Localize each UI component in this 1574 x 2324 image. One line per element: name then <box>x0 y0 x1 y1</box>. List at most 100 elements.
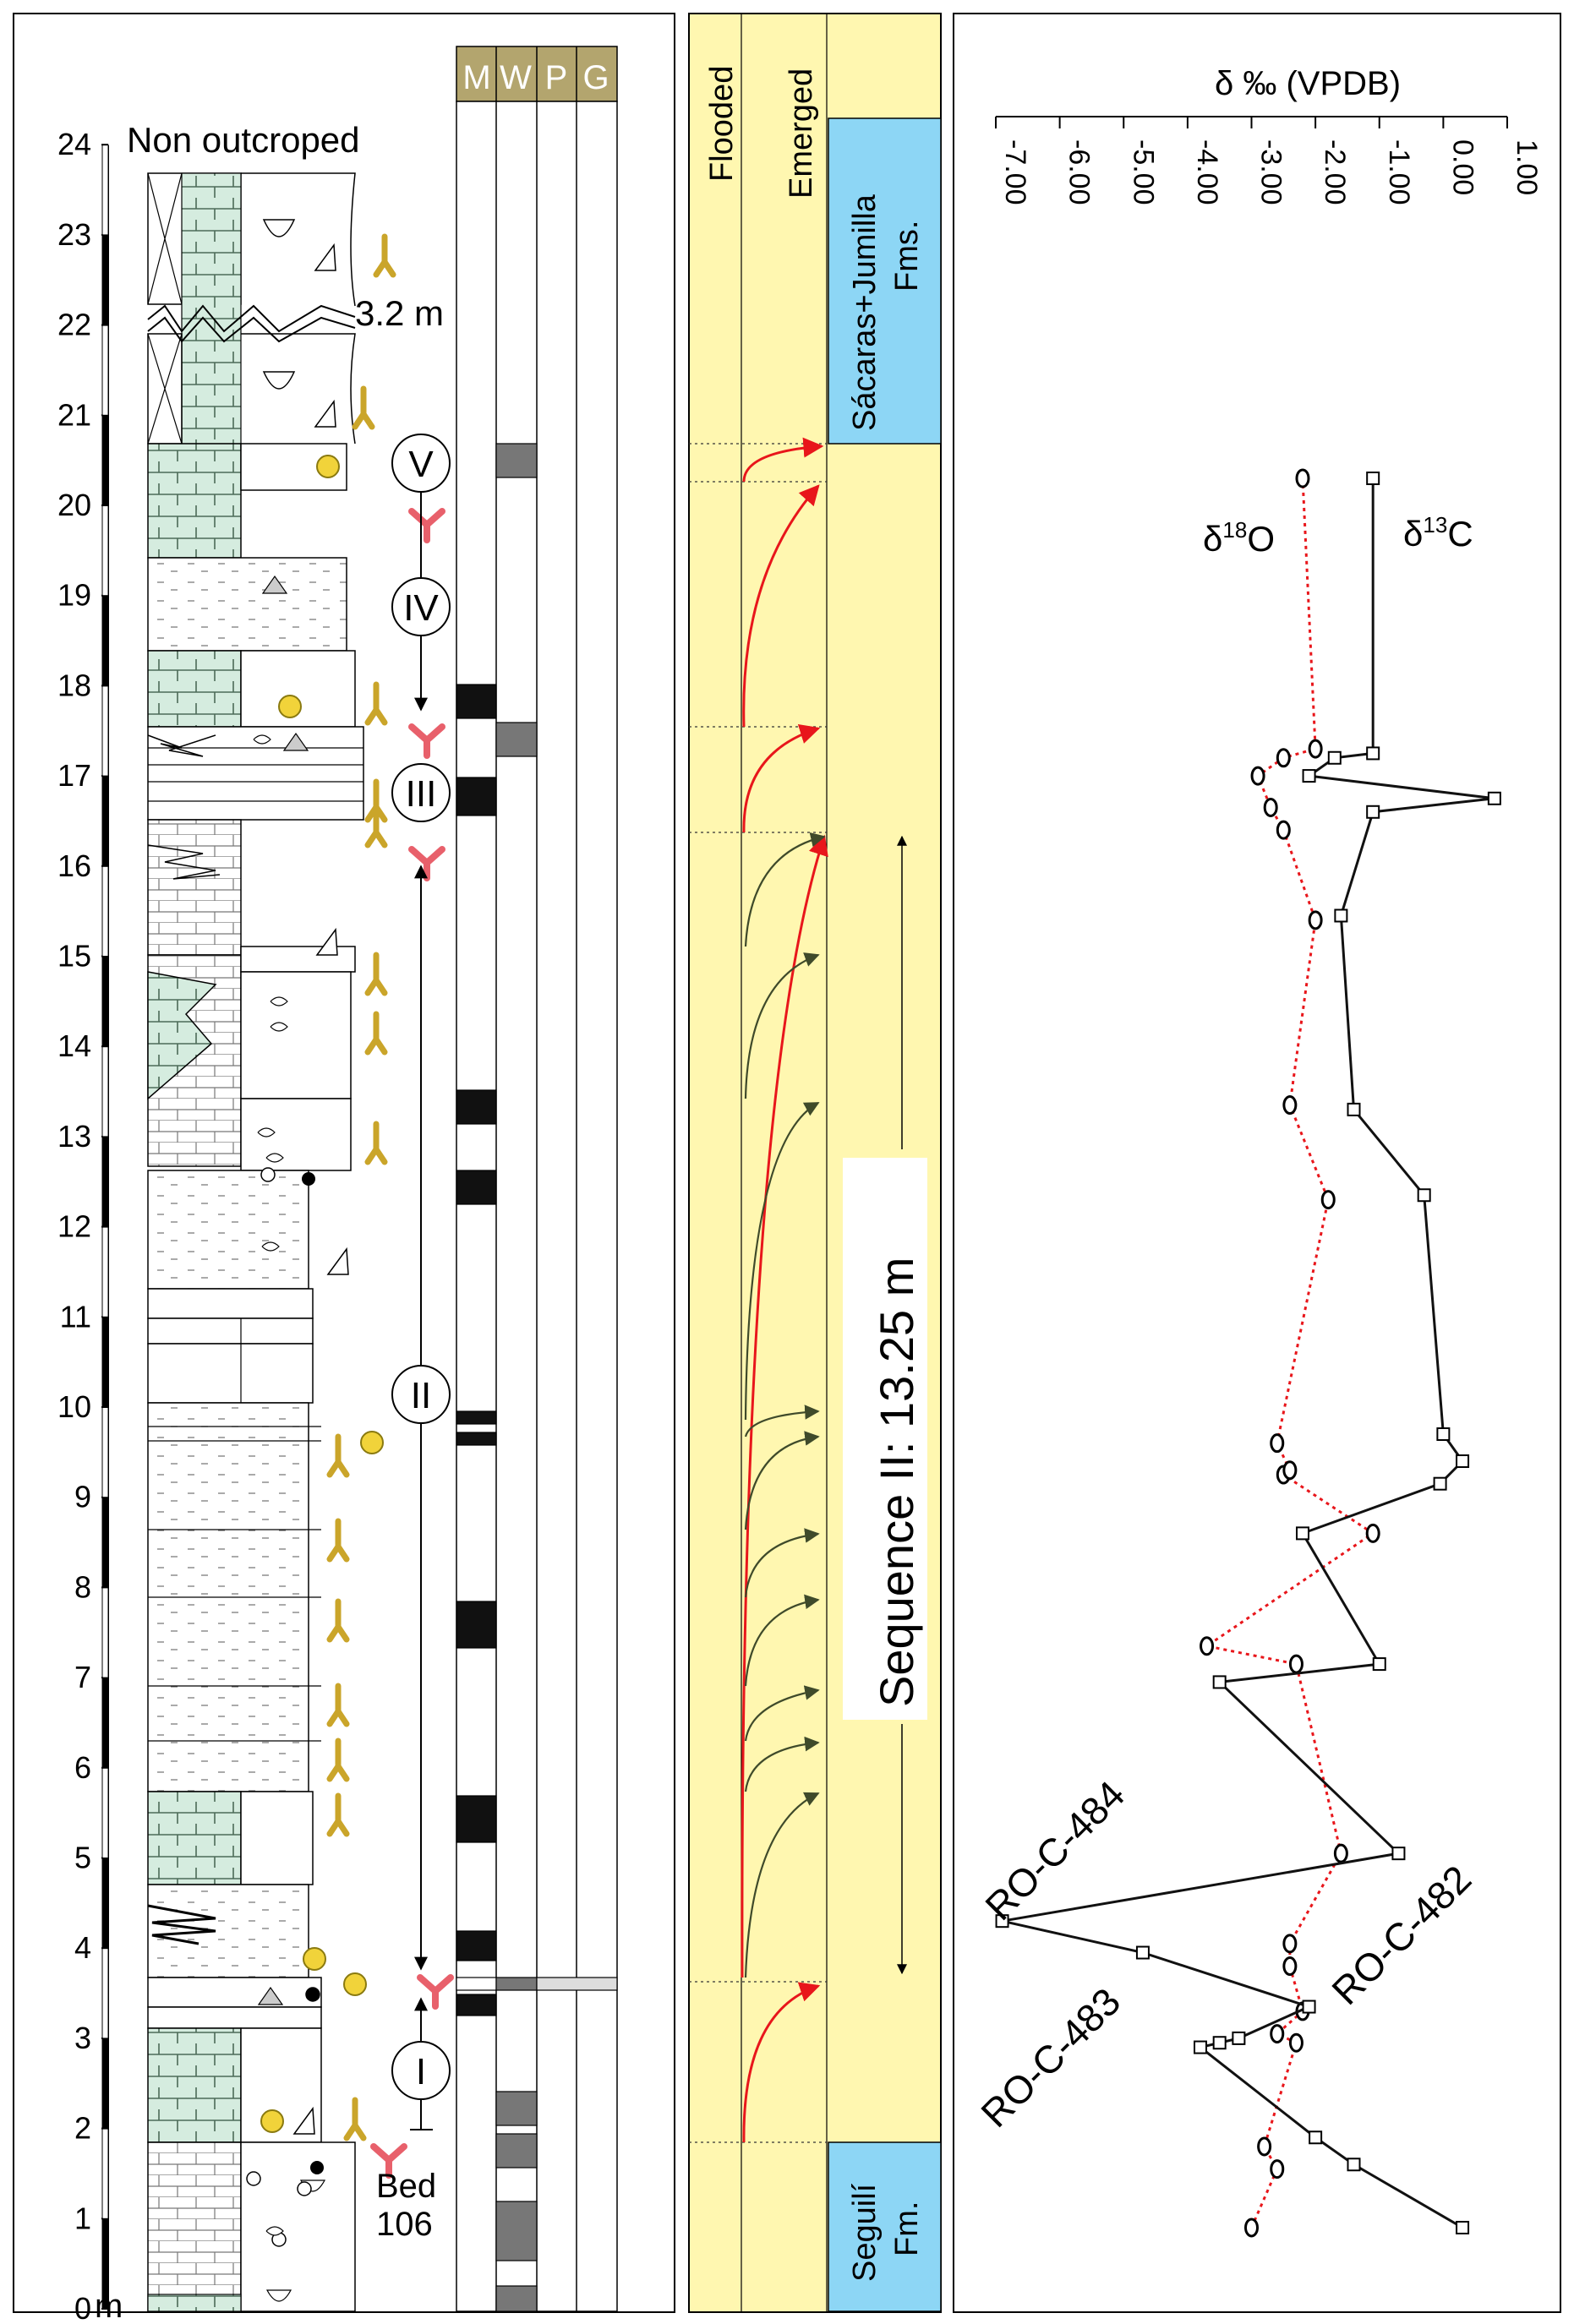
isotope-axis-title: δ ‰ (VPDB) <box>1215 65 1401 102</box>
c13-point <box>1487 791 1501 805</box>
o18-point <box>1308 739 1323 759</box>
rootlet-icon <box>364 681 388 726</box>
isotope-tick-label: -2.00 <box>1319 139 1351 205</box>
scale-band <box>101 505 109 597</box>
c13-point <box>1309 2130 1323 2145</box>
oncoid-icon <box>278 695 302 718</box>
scale-tick-label: 22 <box>57 308 91 342</box>
dolomite-bed-20 <box>147 443 242 559</box>
gap-label: 3.2 m <box>355 293 444 333</box>
o18-series <box>1200 468 1380 2238</box>
non-outcroped-label: Non outcroped <box>127 120 360 160</box>
red-arrow-bottom <box>742 1982 821 2143</box>
o18-point <box>1320 1190 1336 1210</box>
c13-point <box>1212 1675 1227 1689</box>
o18-point <box>1270 1433 1285 1454</box>
bivalve-icon <box>270 1022 288 1032</box>
marl-bed-19 <box>147 557 347 652</box>
scale-band <box>101 414 109 506</box>
c13-point <box>1302 1999 1316 2014</box>
scale-tick-label: 17 <box>57 758 91 793</box>
foram-icon <box>246 2171 261 2186</box>
scale-tick-label: 19 <box>57 578 91 613</box>
nodule-icon <box>306 1988 320 2001</box>
isotope-panel: δ ‰ (VPDB) -7.00-6.00-5.00-4.00-3.00-2.0… <box>953 13 1561 2313</box>
c13-point <box>1366 746 1380 761</box>
texture-bar <box>456 1930 497 1961</box>
texture-bar <box>456 1795 497 1843</box>
formation-top-box <box>828 117 942 445</box>
scale-tick-label: 16 <box>57 848 91 883</box>
rootlet-icon <box>326 1738 350 1782</box>
rootlet-icon <box>326 1433 350 1478</box>
scale-tick-label: 15 <box>57 939 91 974</box>
lithology-blocks <box>147 172 364 2312</box>
c13-point <box>1327 750 1342 765</box>
rootlet-icon <box>364 804 388 848</box>
bed-number: 106 <box>376 2206 433 2243</box>
bed-11 <box>147 1288 314 1319</box>
gastropod-icon <box>314 399 336 428</box>
burrow-icon <box>408 723 445 759</box>
interfinger-4 <box>147 1904 216 1945</box>
limestone-bed-106 <box>147 2141 242 2312</box>
bed-5-right <box>240 1791 314 1885</box>
rootlet-icon <box>352 385 375 430</box>
scale-band <box>101 1947 109 2039</box>
cross-mark-upper <box>147 172 183 445</box>
texture-g: G <box>582 59 609 96</box>
o18-point <box>1270 2159 1285 2179</box>
c13-label-c: C <box>1447 514 1473 554</box>
c13-point <box>995 1914 1009 1928</box>
shallowing-arrows <box>741 437 828 2143</box>
scale-tick-label: 9 <box>74 1480 91 1514</box>
o18-point <box>1288 1654 1303 1674</box>
isotope-frame <box>953 13 1561 2313</box>
o18-label-sup: 18 <box>1222 517 1247 543</box>
cycle-v-circle <box>391 434 451 493</box>
scale-tick-label: 1 <box>74 2201 91 2235</box>
scale-band <box>101 234 109 326</box>
cycle-iv-label: IV <box>403 587 439 629</box>
o18-point <box>1365 1523 1380 1543</box>
cycle-ii-label: II <box>411 1375 431 1416</box>
texture-m: M <box>462 59 490 96</box>
texture-columns: M W P G <box>456 46 618 2312</box>
scale-tick-label: 2 <box>74 2111 91 2146</box>
c13-point <box>1212 2036 1227 2050</box>
o18-point <box>1282 1934 1298 1954</box>
sequence-label: Sequence II: 13.25 m <box>870 1257 923 1707</box>
texture-bar <box>456 1601 497 1649</box>
bivalve-icon <box>253 734 271 745</box>
formation-top-line1: Sácaras+Jumilla <box>847 194 883 431</box>
red-arrow-2 <box>742 484 820 728</box>
o18-point <box>1257 2136 1272 2157</box>
red-arrow-3 <box>742 723 821 833</box>
c13-point <box>1456 1454 1470 1469</box>
scale-band <box>101 1045 109 1137</box>
environment-panel: Flooded Emerged Sácaras+Jumilla Fms. Seg… <box>688 13 942 2313</box>
green-arrow-1 <box>744 832 826 947</box>
o18-point <box>1282 1956 1298 1977</box>
c13-point <box>1296 1526 1309 1541</box>
bed-18-right <box>240 650 356 728</box>
texture-w: W <box>500 59 532 96</box>
rootlet-icon <box>326 1518 350 1563</box>
texture-bar <box>495 443 538 478</box>
c13-point <box>1372 1657 1386 1672</box>
scale-tick-label: 13 <box>57 1119 91 1154</box>
red-arrow-top <box>742 437 824 483</box>
formation-bottom-line2: Fm. <box>889 2201 925 2256</box>
c13-label: δ13C <box>1403 512 1473 554</box>
texture-bar <box>495 2285 538 2312</box>
isotope-tick-label: -1.00 <box>1383 139 1415 205</box>
formation-bottom-box <box>828 2141 942 2312</box>
scale-band <box>101 775 109 867</box>
column-panel: 0123456789101112131415161718192021222324… <box>13 13 675 2324</box>
green-arrow-7 <box>744 1594 820 1687</box>
texture-bar <box>495 2091 538 2126</box>
burrow-icon <box>417 1974 454 2010</box>
texture-bar <box>495 1977 538 1991</box>
